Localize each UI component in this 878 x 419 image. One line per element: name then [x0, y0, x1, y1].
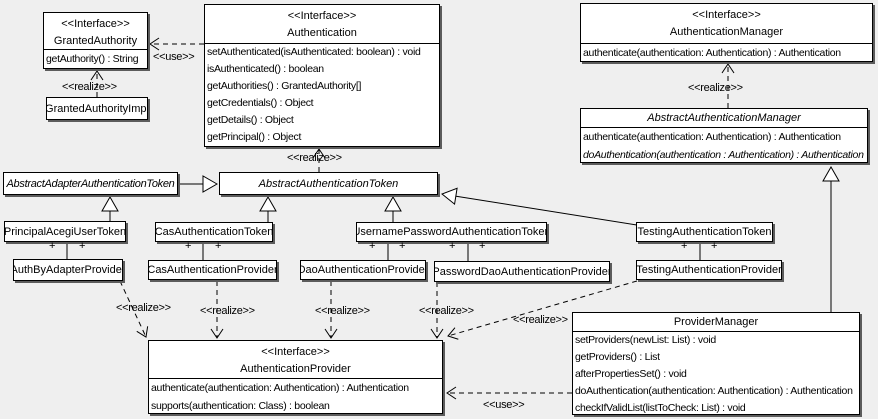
association-end-plus: + — [479, 240, 486, 252]
class-dao-authentication-provider: DaoAuthenticationProvider — [300, 260, 426, 280]
method: afterPropertiesSet() : void — [575, 368, 687, 380]
class-name: GrantedAuthority — [53, 35, 138, 47]
class-authentication-manager: <<Interface>> AuthenticationManager auth… — [580, 3, 873, 62]
method: authenticate(authentication: Authenticat… — [583, 47, 841, 59]
methods-compartment: authenticate(authentication: Authenticat… — [581, 127, 867, 164]
realize-label: <<realize>> — [688, 82, 743, 94]
use-label: <<use>> — [153, 51, 195, 63]
class-name: DaoAuthenticationProvider — [300, 264, 426, 276]
class-username-password-authentication-token: UsernamePasswordAuthenticationToken — [356, 222, 547, 242]
method: doAuthentication(authentication: Authent… — [575, 385, 853, 397]
association-end-plus: + — [449, 240, 456, 252]
realize-label: <<realize>> — [287, 152, 342, 164]
class-abstract-authentication-token: AbstractAuthenticationToken — [219, 172, 438, 195]
class-title: AbstractAuthenticationManager — [581, 109, 867, 127]
class-cas-authentication-token: CasAuthenticationToken — [155, 222, 273, 242]
class-title: <<Interface>> AuthenticationManager — [581, 4, 872, 43]
class-name: PrincipalAcegiUserToken — [4, 225, 126, 238]
association-end-plus: + — [399, 240, 406, 252]
method: doAuthentication(authentication : Authen… — [583, 149, 864, 161]
class-abstract-adapter-authentication-token: AbstractAdapterAuthenticationToken — [3, 172, 178, 195]
class-name: TestingAuthenticationToken — [637, 226, 772, 238]
class-authentication-provider: <<Interface>> AuthenticationProvider aut… — [148, 340, 443, 414]
class-granted-authority: <<Interface>> GrantedAuthority getAuthor… — [43, 12, 148, 69]
stereotype: <<Interface>> — [261, 346, 330, 358]
association-end-plus: + — [681, 240, 688, 252]
class-name: UsernamePasswordAuthenticationToken — [356, 226, 547, 238]
method: getAuthorities() : GrantedAuthority[] — [207, 80, 362, 92]
class-authentication: <<Interface>> Authentication setAuthenti… — [204, 4, 440, 147]
method: authenticate(authentication: Authenticat… — [583, 131, 841, 143]
class-granted-authority-impl: GrantedAuthorityImpl — [46, 97, 148, 120]
class-password-dao-authentication-provider: PasswordDaoAuthenticationProvider — [434, 261, 610, 282]
realize-label: <<realize>> — [200, 305, 255, 317]
class-name: ProviderManager — [673, 316, 759, 328]
realize-label: <<realize>> — [62, 81, 117, 93]
methods-compartment: authenticate(authentication: Authenticat… — [149, 378, 442, 415]
class-title: <<Interface>> Authentication — [205, 5, 439, 43]
class-name: TestingAuthenticationProvider — [636, 264, 782, 276]
realize-label: <<realize>> — [315, 305, 370, 317]
association-end-plus: + — [49, 240, 56, 252]
method: getPrincipal() : Object — [207, 131, 302, 143]
stereotype: <<Interface>> — [287, 10, 357, 22]
method: supports(authentication: Class) : boolea… — [151, 400, 330, 412]
class-name: AuthByAdapterProvider — [13, 264, 123, 276]
class-abstract-authentication-manager: AbstractAuthenticationManager authentica… — [580, 108, 868, 163]
method: setProviders(newList: List) : void — [575, 334, 716, 346]
association-end-plus: + — [185, 240, 192, 252]
class-name: CasAuthenticationToken — [155, 226, 273, 238]
stereotype: <<Interface>> — [692, 9, 761, 21]
association-end-plus: + — [215, 240, 222, 252]
class-title: ProviderManager — [573, 313, 859, 331]
realize-label: <<realize>> — [419, 305, 474, 317]
class-name: GrantedAuthorityImpl — [46, 102, 148, 115]
methods-compartment: authenticate(authentication: Authenticat… — [581, 43, 872, 62]
class-title: <<Interface>> AuthenticationProvider — [149, 341, 442, 378]
association-end-plus: + — [369, 240, 376, 252]
class-provider-manager: ProviderManager setProviders(newList: Li… — [572, 312, 860, 415]
class-name: AuthenticationProvider — [240, 363, 351, 375]
method: getDetails() : Object — [207, 114, 294, 126]
association-end-plus: + — [79, 240, 86, 252]
method: isAuthenticated() : boolean — [207, 63, 324, 75]
class-name: PasswordDaoAuthenticationProvider — [434, 265, 610, 278]
method: getProviders() : List — [575, 351, 660, 363]
class-cas-authentication-provider: CasAuthenticationProvider — [148, 260, 277, 280]
method: getAuthority() : String — [46, 53, 139, 65]
generalization-testing-token — [441, 187, 638, 226]
methods-compartment: setAuthenticated(isAuthenticated: boolea… — [205, 43, 439, 146]
method: getCredentials() : Object — [207, 97, 314, 109]
class-auth-by-adapter-provider: AuthByAdapterProvider — [13, 259, 123, 281]
method: checkIfValidList(listToCheck: List) : vo… — [575, 402, 746, 414]
realize-label: <<realize>> — [513, 314, 568, 326]
class-testing-authentication-token: TestingAuthenticationToken — [636, 222, 773, 242]
methods-compartment: setProviders(newList: List) : void getPr… — [573, 331, 859, 417]
class-title: <<Interface>> GrantedAuthority — [44, 13, 147, 49]
method: authenticate(authentication: Authenticat… — [151, 382, 409, 394]
class-name: Authentication — [287, 27, 357, 39]
methods-compartment: getAuthority() : String — [44, 49, 147, 68]
class-name: AbstractAuthenticationToken — [258, 177, 399, 190]
class-testing-authentication-provider: TestingAuthenticationProvider — [636, 260, 782, 280]
association-end-plus: + — [711, 240, 718, 252]
class-name: AbstractAuthenticationManager — [647, 112, 801, 124]
class-name: AuthenticationManager — [669, 26, 784, 38]
class-principal-acegi-user-token: PrincipalAcegiUserToken — [4, 221, 126, 242]
class-name: CasAuthenticationProvider — [148, 264, 277, 276]
class-name: AbstractAdapterAuthenticationToken — [6, 177, 175, 190]
use-label: <<use>> — [483, 399, 525, 411]
method: setAuthenticated(isAuthenticated: boolea… — [207, 46, 421, 58]
realize-label: <<realize>> — [116, 302, 171, 314]
stereotype: <<Interface>> — [61, 18, 130, 30]
